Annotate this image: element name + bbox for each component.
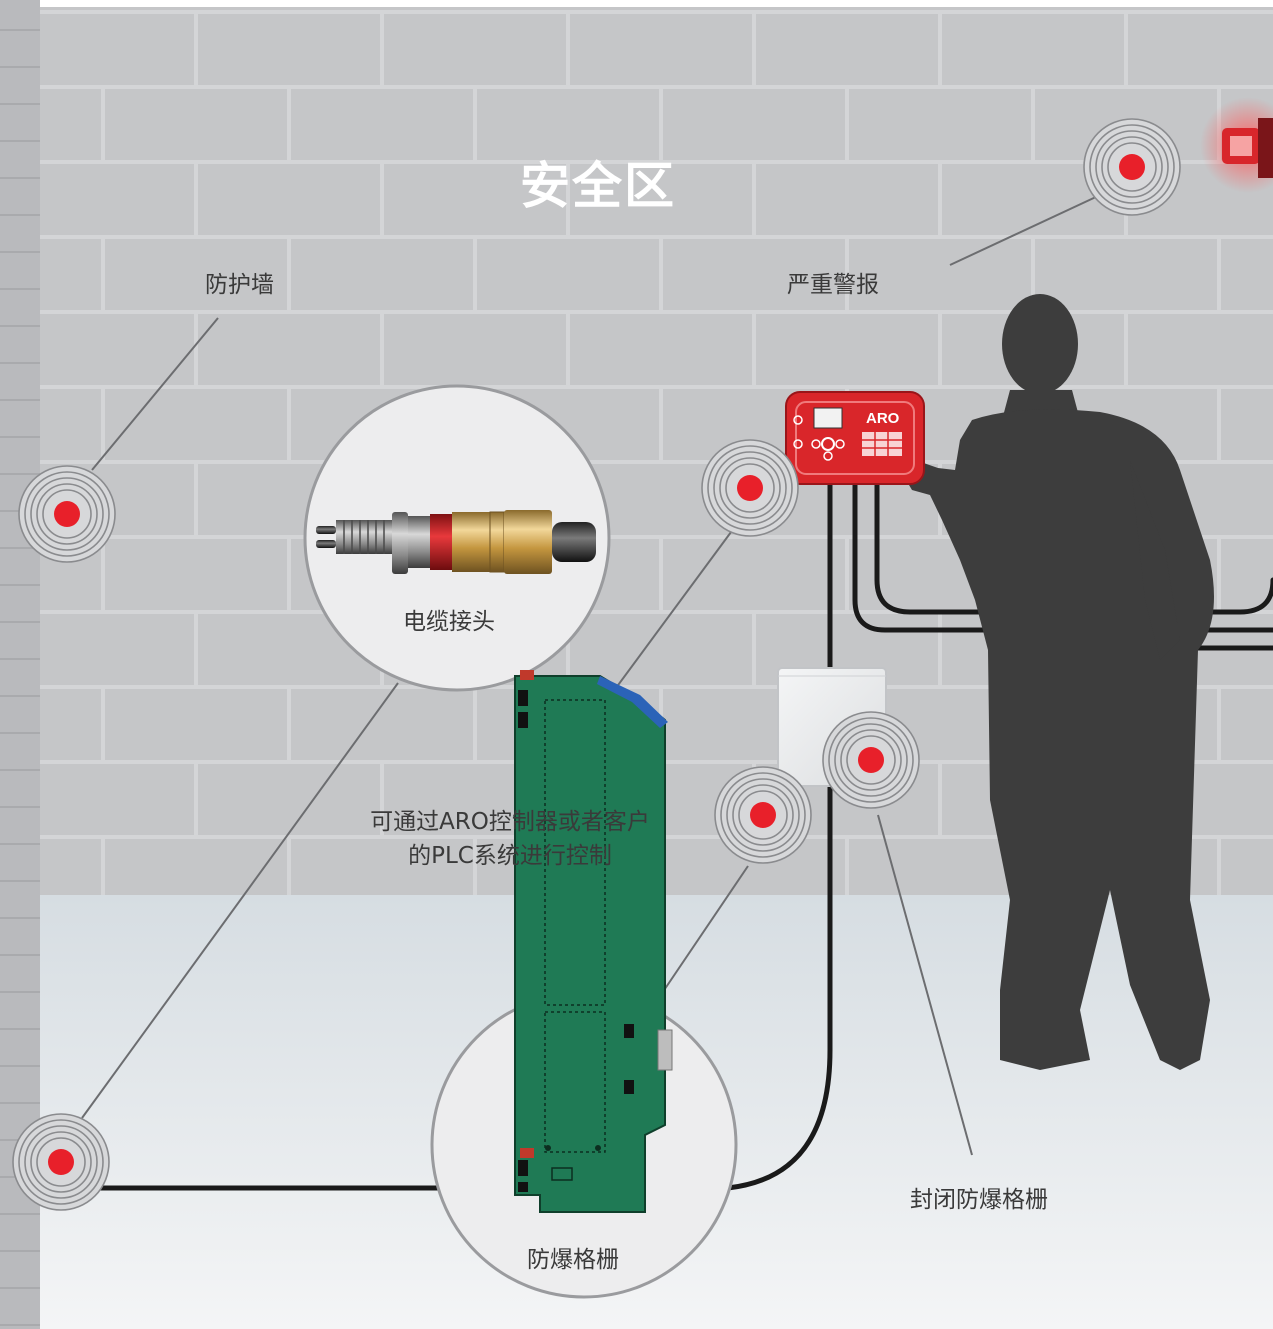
alarm-beacon bbox=[1200, 97, 1273, 193]
enclosed-barrier-label: 封闭防爆格栅 bbox=[910, 1187, 1048, 1213]
cable-controller-right-1 bbox=[852, 482, 1273, 633]
operator-silhouette bbox=[900, 294, 1214, 1070]
hotspot-critical-alarm[interactable] bbox=[1083, 118, 1181, 216]
controller-brand: ARO bbox=[866, 410, 900, 427]
critical-alarm-label: 严重警报 bbox=[787, 272, 879, 298]
hotspot-enclosed-barrier[interactable] bbox=[822, 711, 920, 809]
hotspot-isolation-barrier[interactable] bbox=[714, 766, 812, 864]
cable-gland-callout bbox=[303, 384, 611, 692]
leader-critical-alarm bbox=[949, 195, 1099, 266]
left-edge-strip bbox=[0, 0, 40, 1329]
safe-zone-title: 安全区 bbox=[520, 157, 676, 215]
cable-gland-image bbox=[316, 510, 596, 574]
hotspot-controller[interactable] bbox=[701, 439, 799, 537]
leader-enclosed-barrier bbox=[877, 814, 973, 1156]
protective-wall-label: 防护墙 bbox=[205, 272, 274, 298]
leader-protective-wall bbox=[91, 317, 219, 471]
hotspot-cable-gland[interactable] bbox=[12, 1113, 110, 1211]
hotspot-protective-wall[interactable] bbox=[18, 465, 116, 563]
isolation-barrier-label: 防爆格栅 bbox=[527, 1247, 619, 1273]
hotspots bbox=[12, 118, 1181, 1211]
aro-controller: ARO bbox=[785, 391, 925, 485]
cable-barrier-to-enclosure bbox=[725, 782, 833, 1191]
control-label-line1: 可通过ARO控制器或者客户 bbox=[370, 809, 650, 835]
top-border bbox=[40, 0, 1273, 7]
isolation-barrier-image bbox=[514, 670, 673, 1213]
isolation-barrier-callout bbox=[430, 670, 738, 1299]
leader-isolation-barrier bbox=[651, 865, 749, 1009]
cable-controller-right-2 bbox=[874, 482, 1273, 615]
cable-gland-label: 电缆接头 bbox=[403, 609, 495, 635]
leader-cable-gland bbox=[81, 682, 399, 1119]
control-label-line2: 的PLC系统进行控制 bbox=[408, 843, 612, 869]
